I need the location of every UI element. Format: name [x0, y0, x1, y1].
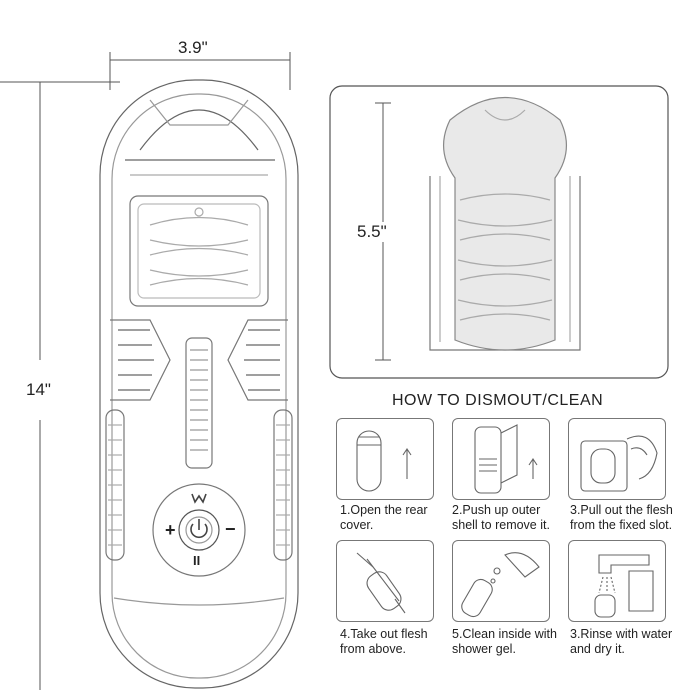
- mode-wave-icon[interactable]: [191, 493, 207, 504]
- plus-button[interactable]: +: [165, 520, 176, 540]
- width-label: 3.9": [178, 38, 208, 57]
- clean-gel-icon: [461, 552, 540, 618]
- width-dimension-line: [109, 52, 291, 90]
- pause-button[interactable]: II: [193, 553, 201, 568]
- pull-flesh-icon: [580, 435, 658, 492]
- sleeve-panel: [329, 85, 669, 379]
- step-5-illustration: [452, 540, 550, 622]
- step-5-caption: 5.Clean inside with shower gel.: [452, 627, 557, 656]
- step-4-caption: 4.Take out flesh from above.: [340, 627, 428, 656]
- push-shell-icon: [474, 424, 538, 494]
- take-out-flesh-icon: [356, 552, 406, 614]
- power-icon[interactable]: [190, 519, 208, 539]
- height-label: 14": [26, 380, 51, 399]
- step-6-illustration: [568, 540, 666, 622]
- step-3-illustration: [568, 418, 666, 500]
- step-2-illustration: [452, 418, 550, 500]
- minus-button[interactable]: −: [225, 519, 236, 539]
- instructions-title: HOW TO DISMOUT/CLEAN: [392, 392, 604, 409]
- rinse-faucet-icon: [594, 554, 654, 618]
- step-4-illustration: [336, 540, 434, 622]
- height-dimension-line: [0, 81, 120, 690]
- step-6-caption: 3.Rinse with water and dry it.: [570, 627, 673, 656]
- open-cover-icon: [356, 430, 412, 492]
- step-1-caption: 1.Open the rear cover.: [340, 503, 428, 532]
- sleeve-length-label: 5.5": [355, 222, 389, 242]
- step-2-caption: 2.Push up outer shell to remove it.: [452, 503, 550, 532]
- step-1-illustration: [336, 418, 434, 500]
- step-3-caption: 3.Pull out the flesh from the fixed slot…: [570, 503, 673, 532]
- device-body: [99, 79, 299, 689]
